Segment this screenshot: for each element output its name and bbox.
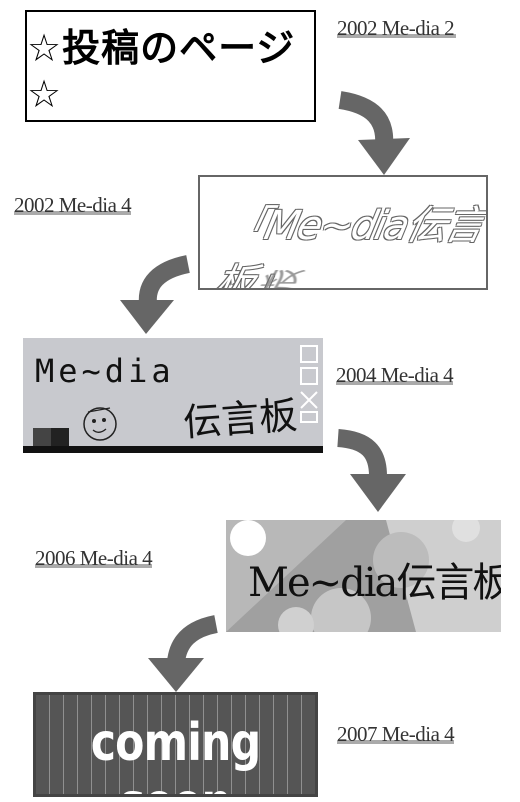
decor-block — [33, 428, 51, 446]
caption-2006-media4: 2006 Me-dia 4 — [35, 546, 153, 571]
caption-text: 2002 Me-dia 4 — [14, 193, 132, 217]
curved-arrow-icon — [337, 429, 406, 512]
banner-title-kanji: 伝言板 — [181, 393, 299, 445]
vertical-glyphs-icon — [300, 345, 318, 423]
banner-media-dengonban-2004: Me~dia 伝言板 — [23, 338, 323, 453]
banner-title: coming soon — [90, 713, 261, 794]
banner-title-latin: Me~dia — [35, 352, 175, 390]
curved-arrow-icon — [148, 615, 219, 692]
curved-arrow-icon — [338, 91, 410, 175]
decor-block — [51, 428, 69, 446]
caption-text: 2004 Me-dia 4 — [336, 363, 454, 387]
banner-toukou-page: ☆投稿のページ☆ — [25, 10, 316, 122]
caption-text: 2007 Me-dia 4 — [337, 722, 455, 746]
curved-arrow-icon — [120, 255, 191, 334]
banner-stripes — [36, 695, 315, 794]
face-doodle-icon — [83, 407, 117, 441]
caption-2007-media4: 2007 Me-dia 4 — [337, 722, 455, 747]
caption-2002-media2: 2002 Me-dia 2 — [337, 16, 457, 41]
banner-media-dengonban-2006: Me~dia伝言板 — [226, 520, 501, 632]
banner-coming-soon: coming soon — [33, 692, 318, 797]
banner-background-shapes — [226, 520, 501, 632]
banner-bottom-bar — [23, 446, 323, 453]
caption-2004-media4: 2004 Me-dia 4 — [336, 363, 454, 388]
banner-title: Me~dia伝言板 — [248, 560, 501, 606]
banner-title: ☆投稿のページ☆ — [27, 25, 296, 116]
caption-text: 2002 Me-dia 2 — [337, 16, 455, 40]
banner-media-dengonban-2002: 「Me~dia伝言板」 Me~dia伝言板 — [198, 175, 488, 290]
caption-2002-media4: 2002 Me-dia 4 — [14, 193, 132, 218]
caption-text: 2006 Me-dia 4 — [35, 546, 153, 570]
